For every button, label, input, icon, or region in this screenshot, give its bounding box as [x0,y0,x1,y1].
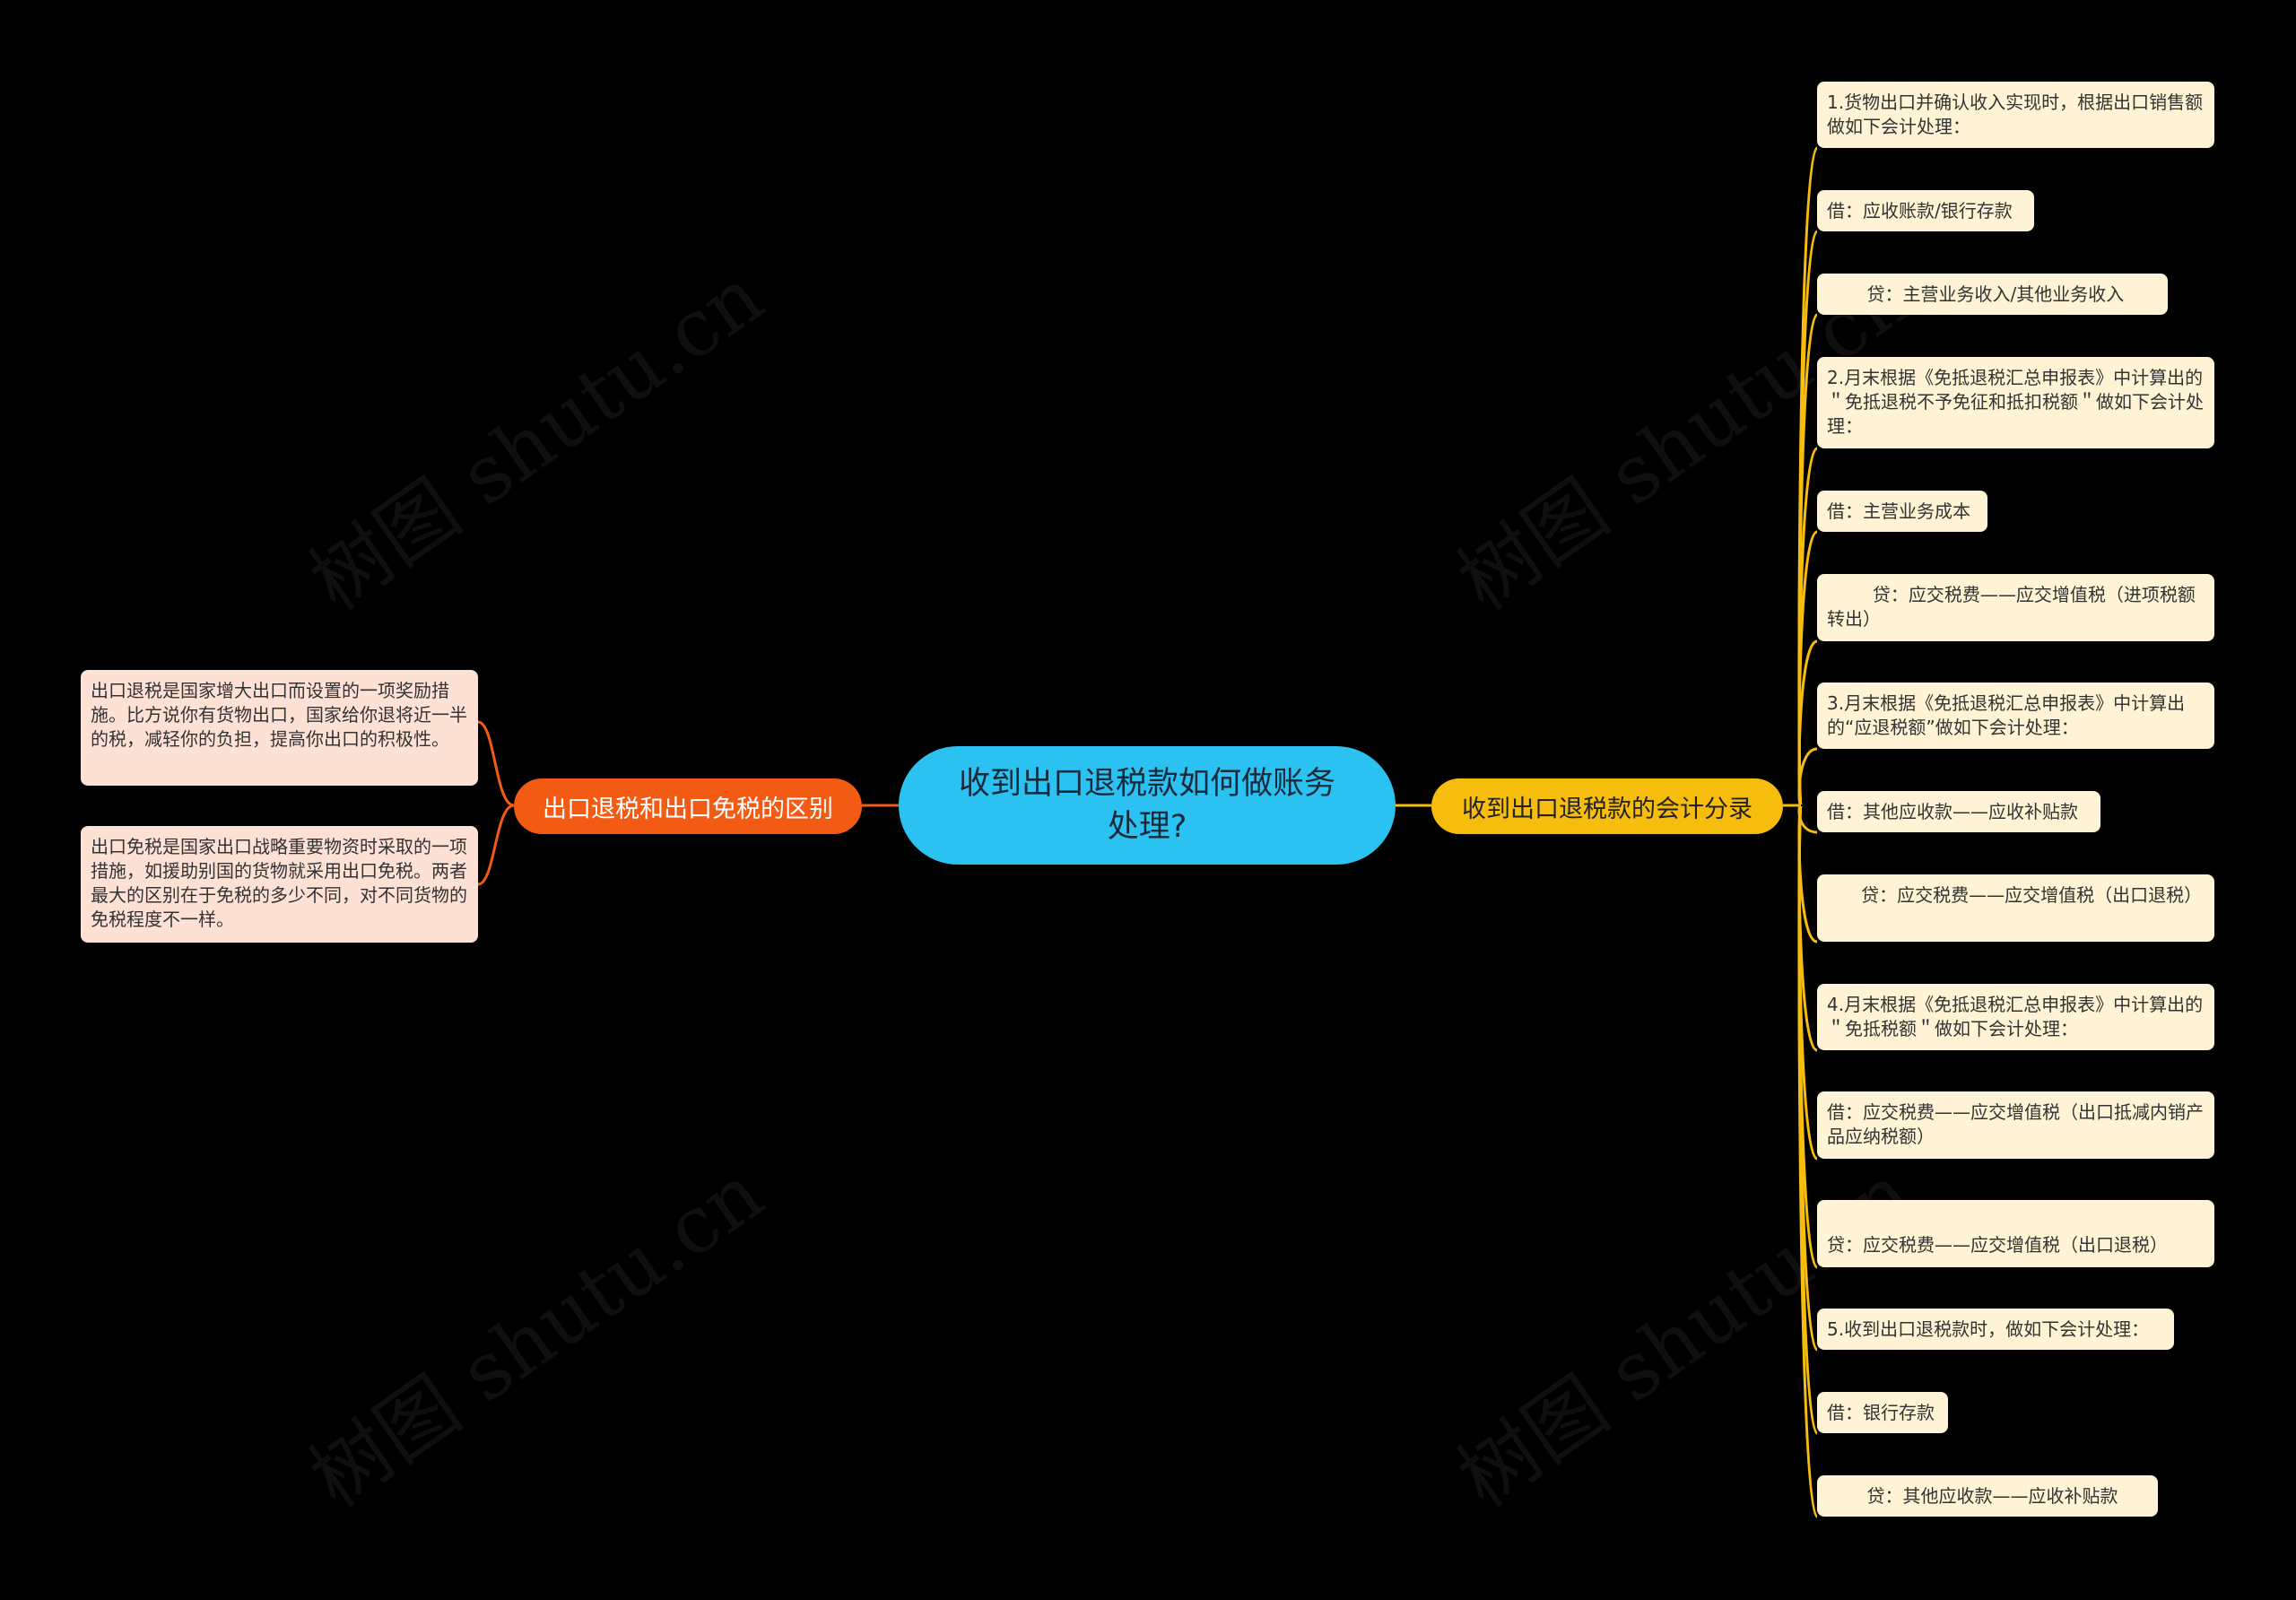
leaf-item[interactable]: 借：主营业务成本 [1817,491,1987,532]
leaf-text: 贷：其他应收款——应收补贴款 [1827,1485,2118,1507]
leaf-item[interactable]: 贷：其他应收款——应收补贴款 [1817,1475,2158,1517]
note-text: 出口免税是国家出口战略重要物资时采取的一项措施，如援助别国的货物就采用出口免税。… [91,836,467,930]
leaf-text: 贷：应交税费——应交增值税（进项税额转出） [1827,584,2196,630]
leaf-item[interactable]: 贷：应交税费——应交增值税（进项税额转出） [1817,574,2214,641]
central-topic[interactable]: 收到出口退税款如何做账务处理? [899,746,1396,865]
leaf-item[interactable]: 借：银行存款 [1817,1392,1948,1433]
leaf-text: 4.月末根据《免抵退税汇总申报表》中计算出的＂免抵税额＂做如下会计处理： [1827,994,2204,1039]
leaf-item[interactable]: 2.月末根据《免抵退税汇总申报表》中计算出的＂免抵退税不予免征和抵扣税额＂做如下… [1817,357,2214,448]
leaf-item[interactable]: 4.月末根据《免抵退税汇总申报表》中计算出的＂免抵税额＂做如下会计处理： [1817,984,2214,1050]
leaf-item[interactable]: 贷：主营业务收入/其他业务收入 [1817,274,2168,315]
leaf-text: 1.货物出口并确认收入实现时，根据出口销售额做如下会计处理： [1827,91,2204,137]
leaf-text: 借：应收账款/银行存款 [1827,200,2013,222]
note-text: 出口退税是国家增大出口而设置的一项奖励措施。比方说你有货物出口，国家给你退将近一… [91,680,467,750]
leaf-text: 贷：主营业务收入/其他业务收入 [1827,283,2125,305]
branch-difference[interactable]: 出口退税和出口免税的区别 [514,778,862,834]
leaf-item[interactable]: 借：其他应收款——应收补贴款 [1817,791,2100,832]
note-export-tax-refund[interactable]: 出口退税是国家增大出口而设置的一项奖励措施。比方说你有货物出口，国家给你退将近一… [81,670,478,786]
leaf-text: 5.收到出口退税款时，做如下会计处理： [1827,1318,2150,1340]
leaf-text: 3.月末根据《免抵退税汇总申报表》中计算出的“应退税额”做如下会计处理： [1827,692,2186,738]
leaf-item[interactable]: 贷：应交税费——应交增值税（出口退税） [1817,874,2214,942]
leaf-text: 2.月末根据《免抵退税汇总申报表》中计算出的＂免抵退税不予免征和抵扣税额＂做如下… [1827,367,2204,437]
leaf-item[interactable]: 贷：应交税费——应交增值税（出口退税） [1817,1200,2214,1267]
branch-difference-label: 出口退税和出口免税的区别 [543,795,833,823]
leaf-text: 贷：应交税费——应交增值税（出口退税） [1827,1210,2168,1256]
note-export-tax-exemption[interactable]: 出口免税是国家出口战略重要物资时采取的一项措施，如援助别国的货物就采用出口免税。… [81,826,478,943]
leaf-item[interactable]: 借：应交税费——应交增值税（出口抵减内销产品应纳税额） [1817,1091,2214,1159]
branch-accounting-entries[interactable]: 收到出口退税款的会计分录 [1431,778,1783,834]
leaf-item[interactable]: 1.货物出口并确认收入实现时，根据出口销售额做如下会计处理： [1817,82,2214,148]
leaf-text: 贷：应交税费——应交增值税（出口退税） [1827,884,2203,906]
leaf-text: 借：主营业务成本 [1827,500,1970,522]
leaf-text: 借：其他应收款——应收补贴款 [1827,801,2078,822]
leaf-item[interactable]: 借：应收账款/银行存款 [1817,190,2034,231]
connector [1783,804,1819,1518]
leaf-item[interactable]: 5.收到出口退税款时，做如下会计处理： [1817,1309,2174,1350]
branch-accounting-entries-label: 收到出口退税款的会计分录 [1462,795,1752,823]
central-topic-label: 收到出口退税款如何做账务处理? [958,766,1335,845]
leaf-text: 借：银行存款 [1827,1402,1935,1423]
leaf-text: 借：应交税费——应交增值税（出口抵减内销产品应纳税额） [1827,1101,2204,1147]
leaf-item[interactable]: 3.月末根据《免抵退税汇总申报表》中计算出的“应退税额”做如下会计处理： [1817,683,2214,749]
